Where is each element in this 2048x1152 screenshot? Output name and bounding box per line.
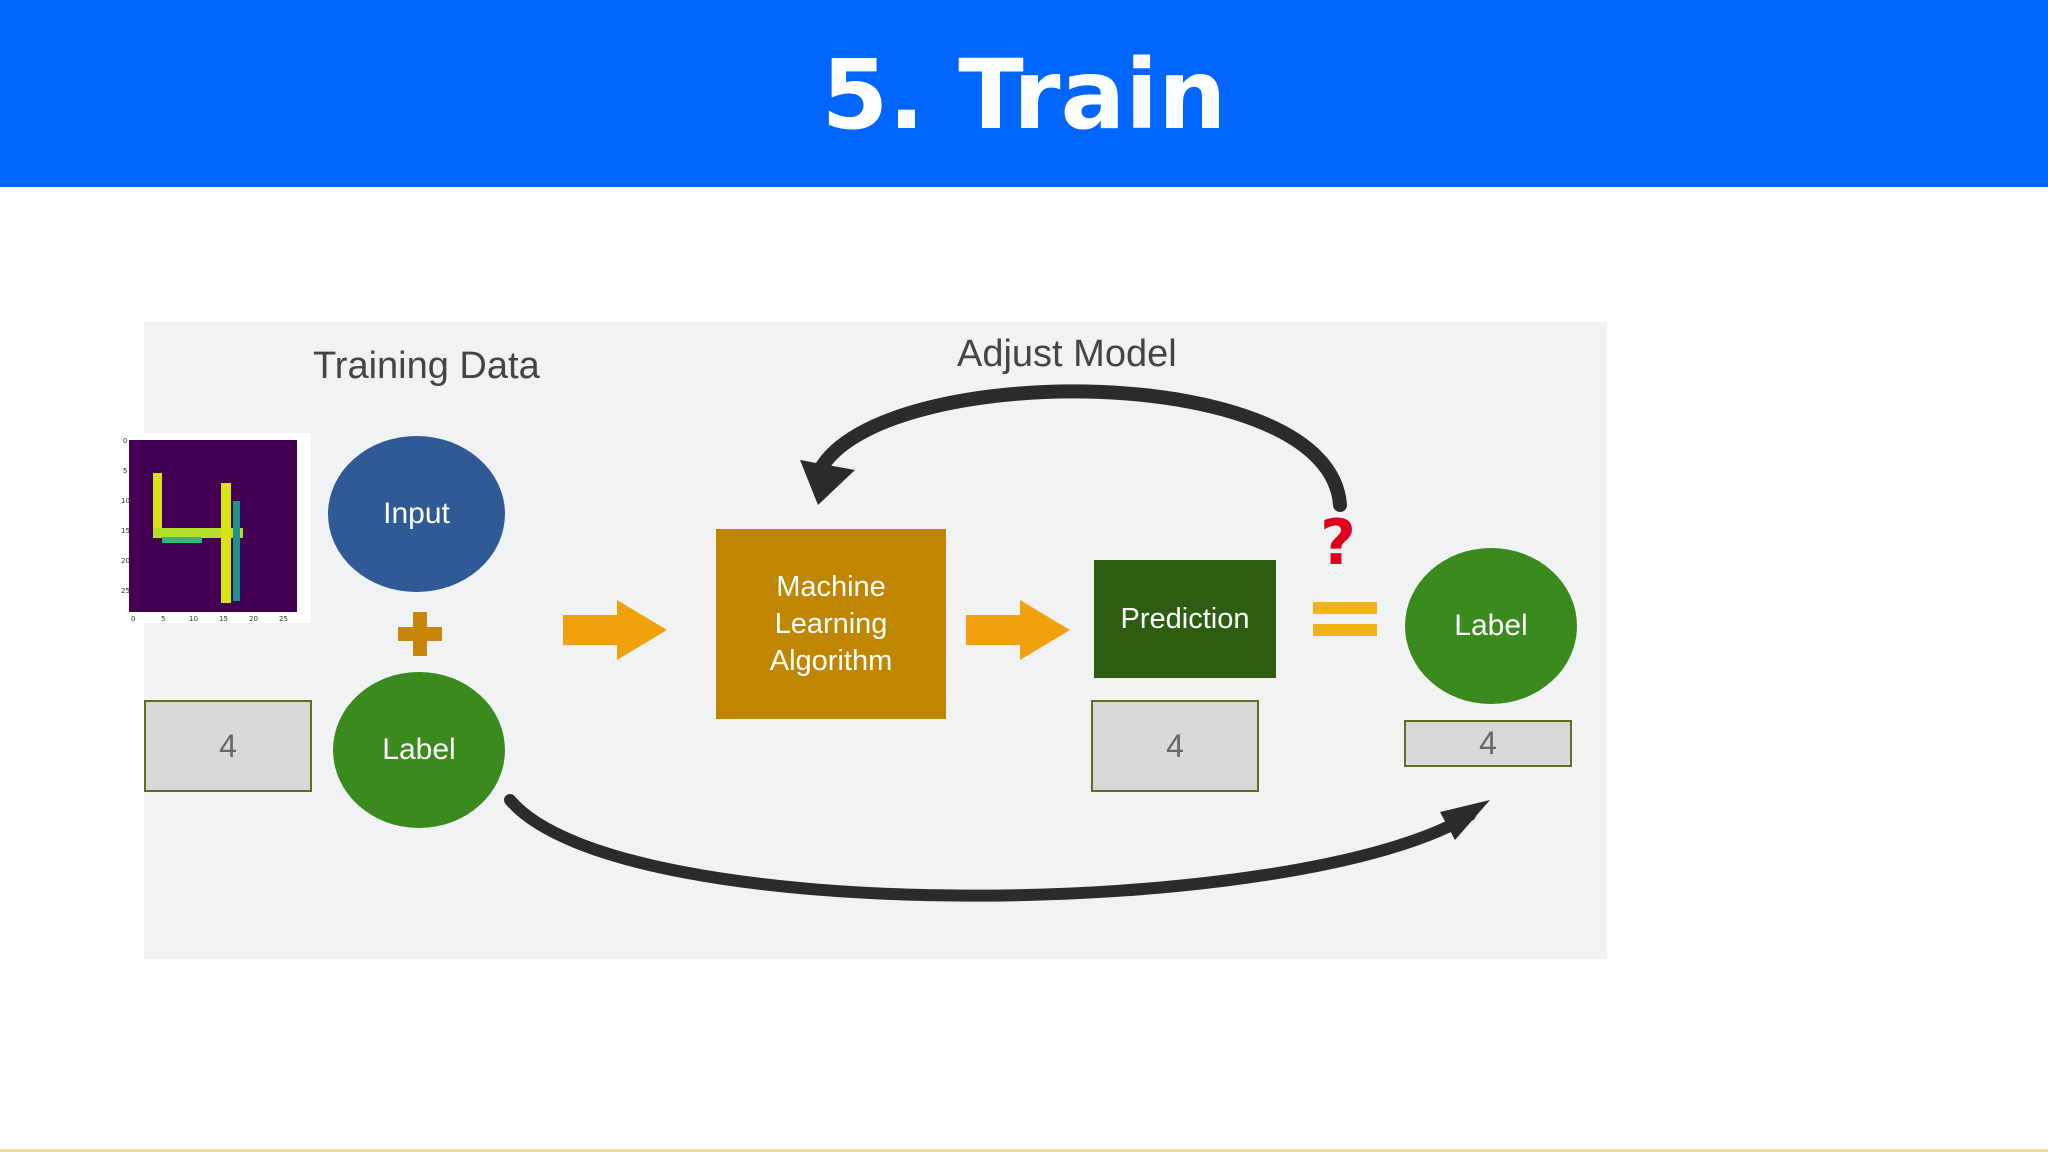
x-tick: 10: [189, 615, 198, 623]
slide-title: 5. Train: [821, 39, 1227, 151]
label-compare-arrow: [504, 794, 1476, 902]
x-tick: 15: [219, 615, 228, 623]
x-tick: 25: [279, 615, 288, 623]
equals-icon-bottom: [1313, 624, 1377, 636]
label-circle-right-text: Label: [1454, 609, 1528, 642]
label-circle-left-text: Label: [382, 733, 456, 766]
label-compare-arrowhead: [1440, 800, 1490, 840]
bottom-divider: [0, 1149, 2048, 1152]
y-tick: 5: [123, 467, 127, 475]
input-label: Input: [383, 497, 450, 530]
y-tick: 25: [121, 587, 130, 595]
adjust-model-arrow: [813, 384, 1347, 512]
digit-stroke: [233, 501, 240, 601]
prediction-value-box: 4: [1091, 700, 1259, 792]
digit-stroke: [162, 537, 202, 543]
algorithm-box: Machine Learning Algorithm: [716, 529, 946, 719]
adjust-model-label: Adjust Model: [957, 333, 1177, 375]
arrow-to-algorithm: [563, 600, 667, 660]
digit-plot: 0 5 10 15 20 25 0 5 10 15 20 25: [121, 437, 297, 623]
y-tick: 15: [121, 527, 130, 535]
digit-image: 0 5 10 15 20 25 0 5 10 15 20 25: [121, 433, 311, 623]
label-circle-left: Label: [333, 672, 505, 828]
plus-icon-h: [398, 627, 442, 641]
prediction-label: Prediction: [1120, 602, 1250, 635]
right-value-box: 4: [1404, 720, 1572, 767]
digit-stroke: [153, 528, 243, 538]
adjust-model-arrowhead: [800, 460, 855, 505]
digit-stroke: [153, 473, 162, 538]
algorithm-line2: Learning: [774, 607, 888, 640]
y-tick: 10: [121, 497, 130, 505]
question-mark: ?: [1320, 506, 1356, 579]
x-tick: 20: [249, 615, 258, 623]
training-data-label: Training Data: [313, 345, 540, 387]
arrow-to-prediction: [966, 600, 1070, 660]
input-circle: Input: [328, 436, 505, 592]
digit-stroke: [221, 483, 231, 603]
y-tick: 20: [121, 557, 130, 565]
algorithm-line1: Machine: [776, 570, 886, 603]
algorithm-line3: Algorithm: [769, 644, 893, 677]
y-tick: 0: [123, 437, 127, 445]
slide-header: [0, 0, 2048, 187]
x-tick: 0: [131, 615, 135, 623]
x-tick: 5: [161, 615, 165, 623]
label-circle-right: Label: [1405, 548, 1577, 704]
left-value-box: 4: [144, 700, 312, 792]
equals-icon-top: [1313, 602, 1377, 614]
prediction-box: Prediction: [1094, 560, 1276, 678]
